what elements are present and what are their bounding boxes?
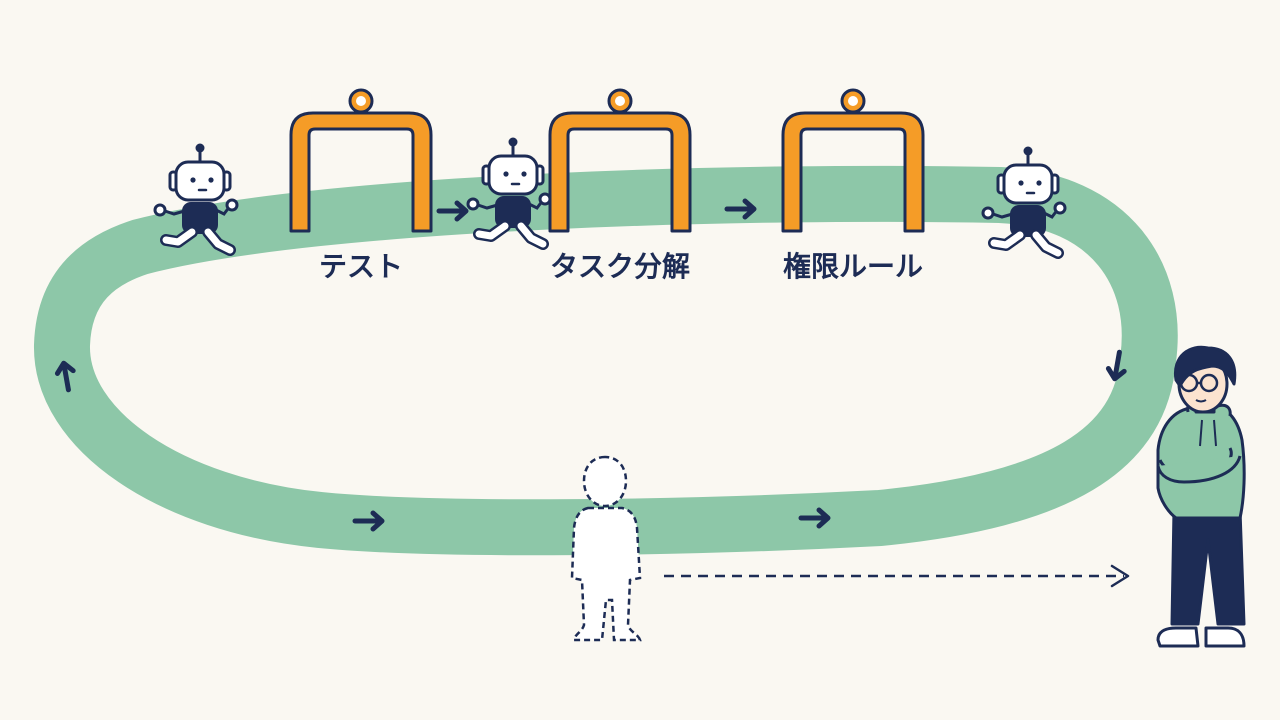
dashed-handoff-arrow [664,564,1130,588]
gate-label: テスト [319,250,403,283]
person-arms-crossed-icon [1156,345,1246,648]
gate-task-decomposition: タスク分解 [548,88,692,283]
gate-label: 権限ルール [783,250,923,283]
loop-track [34,165,1178,556]
dashed-person-outline-icon [570,455,642,642]
gate-label: タスク分解 [550,250,690,283]
gate-test: テスト [289,88,433,283]
gate-permission-rules: 権限ルール [781,88,925,283]
